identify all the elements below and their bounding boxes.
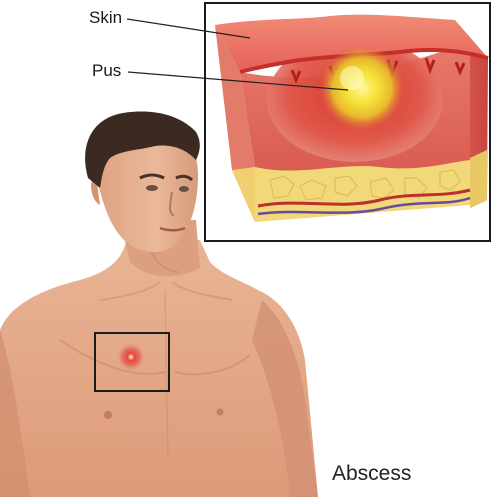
nipple-left	[104, 411, 112, 419]
nipple-right	[217, 409, 224, 416]
pus-pocket	[320, 46, 404, 130]
pus-label: Pus	[92, 61, 121, 81]
figure-title: Abscess	[332, 462, 411, 486]
chest-abscess-spot	[116, 342, 146, 372]
skin-cross-section	[215, 15, 488, 222]
skin-label: Skin	[89, 8, 122, 28]
